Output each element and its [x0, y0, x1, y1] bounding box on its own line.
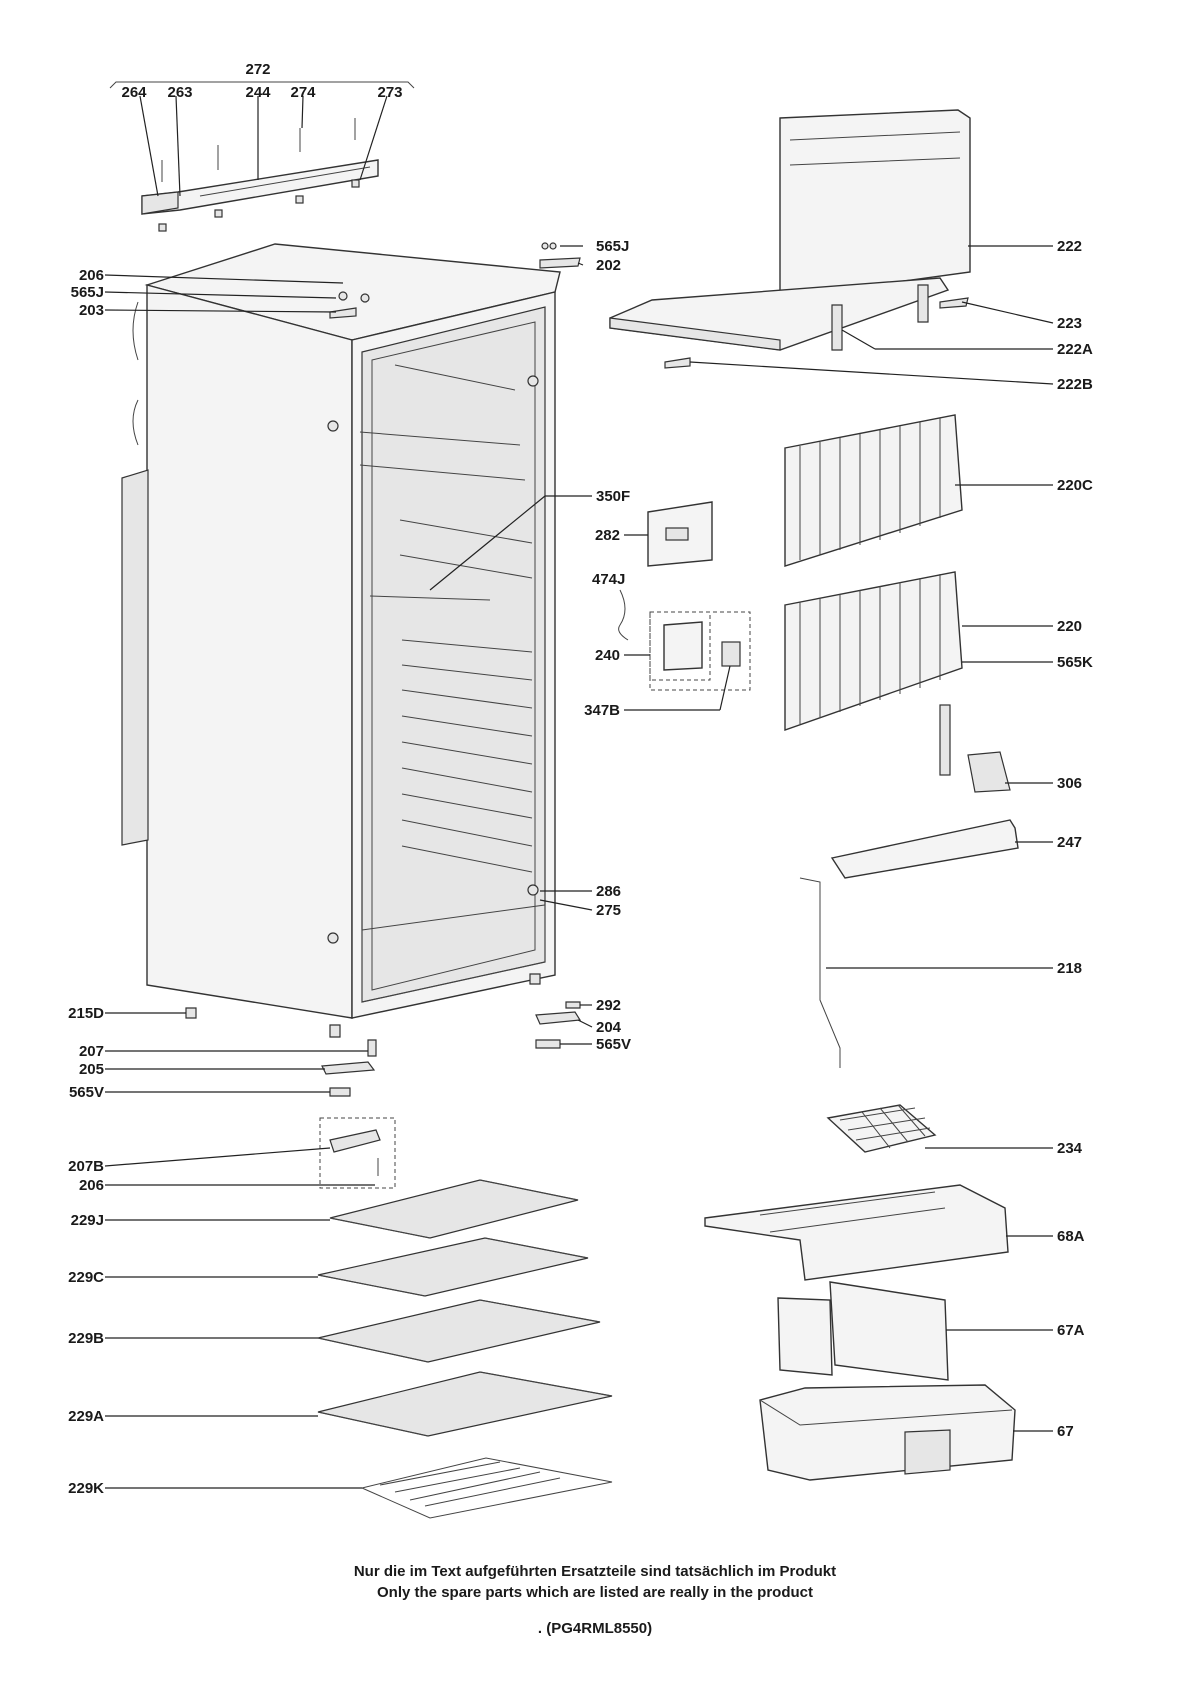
- label-215D: 215D: [68, 1005, 104, 1022]
- label-204: 204: [596, 1019, 622, 1036]
- label-273: 273: [377, 84, 402, 101]
- top-fasteners: [329, 242, 581, 319]
- label-565K: 565K: [1057, 654, 1093, 671]
- label-218: 218: [1057, 960, 1082, 977]
- footer-note-english: Only the spare parts which are listed ar…: [377, 1584, 813, 1601]
- label-274: 274: [290, 84, 316, 101]
- label-220C: 220C: [1057, 477, 1093, 494]
- label-350F: 350F: [596, 488, 630, 505]
- label-565J-b: 565J: [71, 284, 104, 301]
- label-222B: 222B: [1057, 376, 1093, 393]
- label-222A: 222A: [1057, 341, 1093, 358]
- leader-lines: [104, 245, 1054, 1489]
- label-222: 222: [1057, 238, 1082, 255]
- footer-document-code: . (PG4RML8550): [537, 1620, 653, 1637]
- label-347B: 347B: [584, 702, 620, 719]
- label-565V-b: 565V: [69, 1084, 104, 1101]
- door-assembly: [609, 109, 971, 369]
- label-202: 202: [596, 257, 621, 274]
- label-229K: 229K: [68, 1480, 104, 1497]
- label-282: 282: [595, 527, 620, 544]
- label-286: 286: [596, 883, 621, 900]
- label-229C: 229C: [68, 1269, 104, 1286]
- label-229J: 229J: [71, 1212, 104, 1229]
- label-207: 207: [79, 1043, 104, 1060]
- label-203: 203: [79, 302, 104, 319]
- label-306: 306: [1057, 775, 1082, 792]
- label-229B: 229B: [68, 1330, 104, 1347]
- footer-note-german: Nur die im Text aufgeführten Ersatzteile…: [353, 1563, 837, 1580]
- label-67: 67: [1057, 1423, 1074, 1440]
- label-206-b: 206: [79, 1177, 104, 1194]
- cabinet-body: [121, 243, 561, 1019]
- top-cover-assembly: [109, 81, 415, 232]
- label-292: 292: [596, 997, 621, 1014]
- shelves: [317, 1179, 613, 1519]
- label-272: 272: [245, 61, 270, 78]
- lower-right-components: [704, 1104, 1016, 1481]
- label-220: 220: [1057, 618, 1082, 635]
- label-67A: 67A: [1057, 1322, 1085, 1339]
- evaporator-panels: [784, 414, 1011, 793]
- bracket-and-arm: [799, 819, 1019, 1068]
- label-244: 244: [245, 84, 271, 101]
- label-207B: 207B: [68, 1158, 104, 1175]
- label-565V-a: 565V: [596, 1036, 631, 1053]
- label-205: 205: [79, 1061, 104, 1078]
- feet-and-hinges: [185, 973, 582, 1189]
- cabinet-rails: [359, 364, 533, 873]
- label-68A: 68A: [1057, 1228, 1085, 1245]
- label-565J-a: 565J: [596, 238, 629, 255]
- label-223: 223: [1057, 315, 1082, 332]
- label-240: 240: [595, 647, 620, 664]
- label-234: 234: [1057, 1140, 1083, 1157]
- label-474J: 474J: [592, 571, 625, 588]
- label-275: 275: [596, 902, 621, 919]
- label-247: 247: [1057, 834, 1082, 851]
- label-206-a: 206: [79, 267, 104, 284]
- part-labels: 272 264 263 244 274 273 565J 202 206 565…: [68, 61, 1093, 1497]
- label-229A: 229A: [68, 1408, 104, 1425]
- label-263: 263: [167, 84, 192, 101]
- label-264: 264: [121, 84, 147, 101]
- control-components: [618, 501, 751, 691]
